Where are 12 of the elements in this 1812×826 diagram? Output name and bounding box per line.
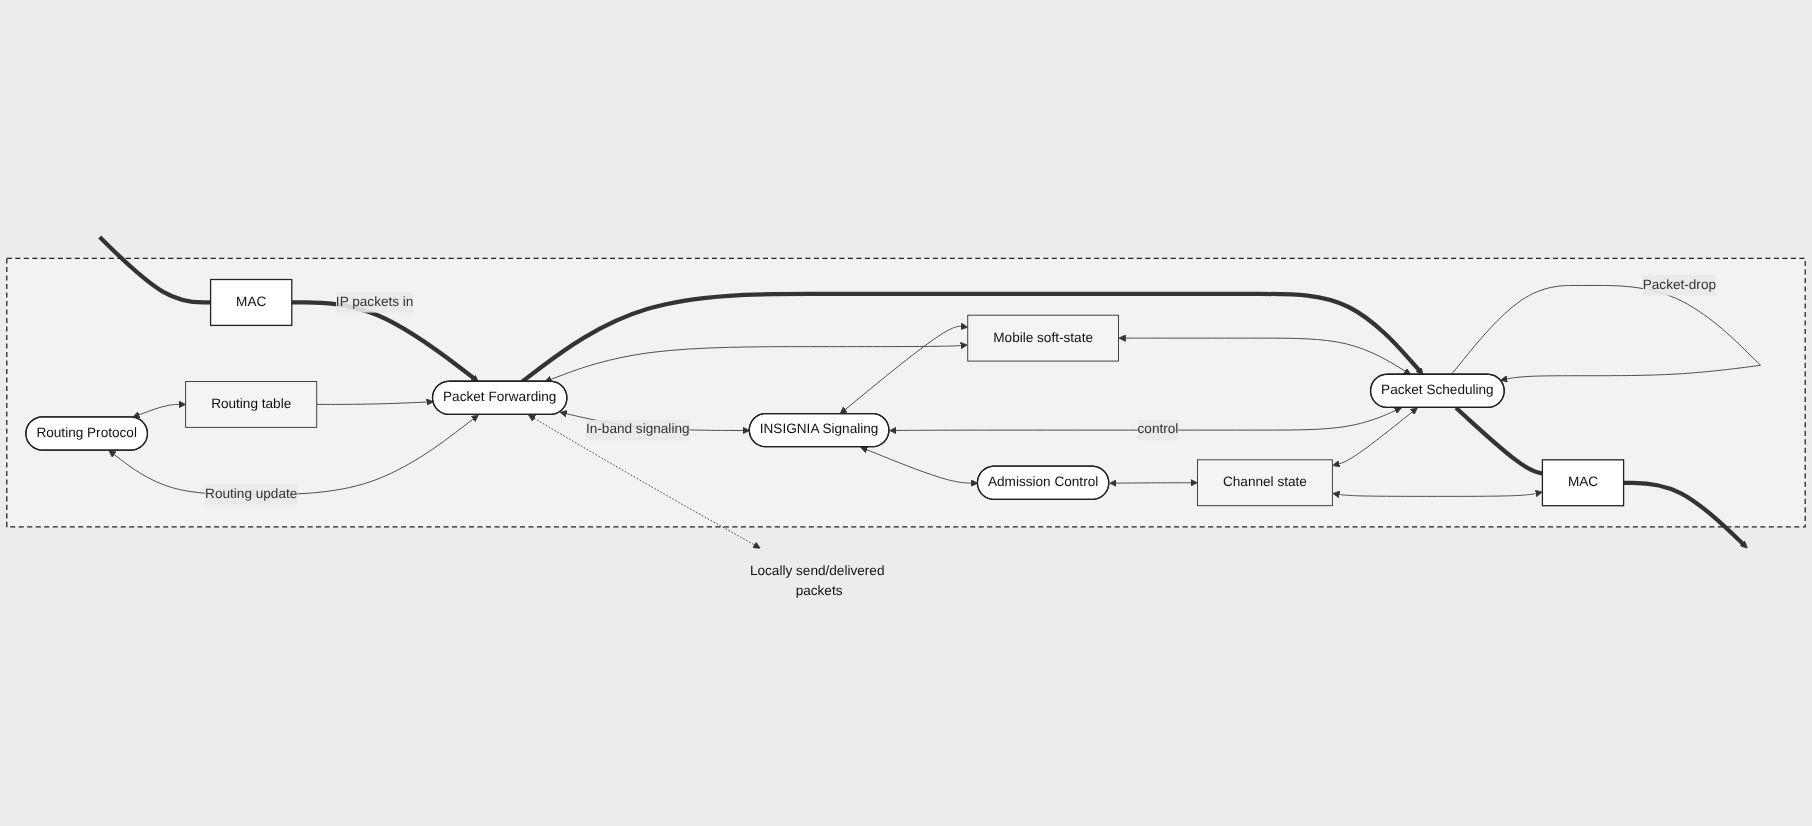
arrow	[520, 291, 1424, 384]
arrow	[1332, 407, 1418, 468]
arrow	[544, 341, 968, 383]
arrow	[1118, 334, 1412, 375]
arrow	[860, 446, 979, 487]
arrow	[839, 322, 969, 415]
arrow	[1623, 480, 1748, 549]
arrow	[1332, 489, 1543, 499]
connector-line	[1454, 406, 1543, 476]
connector-line	[98, 235, 211, 305]
arrow	[132, 400, 186, 419]
arrow	[1109, 479, 1198, 487]
